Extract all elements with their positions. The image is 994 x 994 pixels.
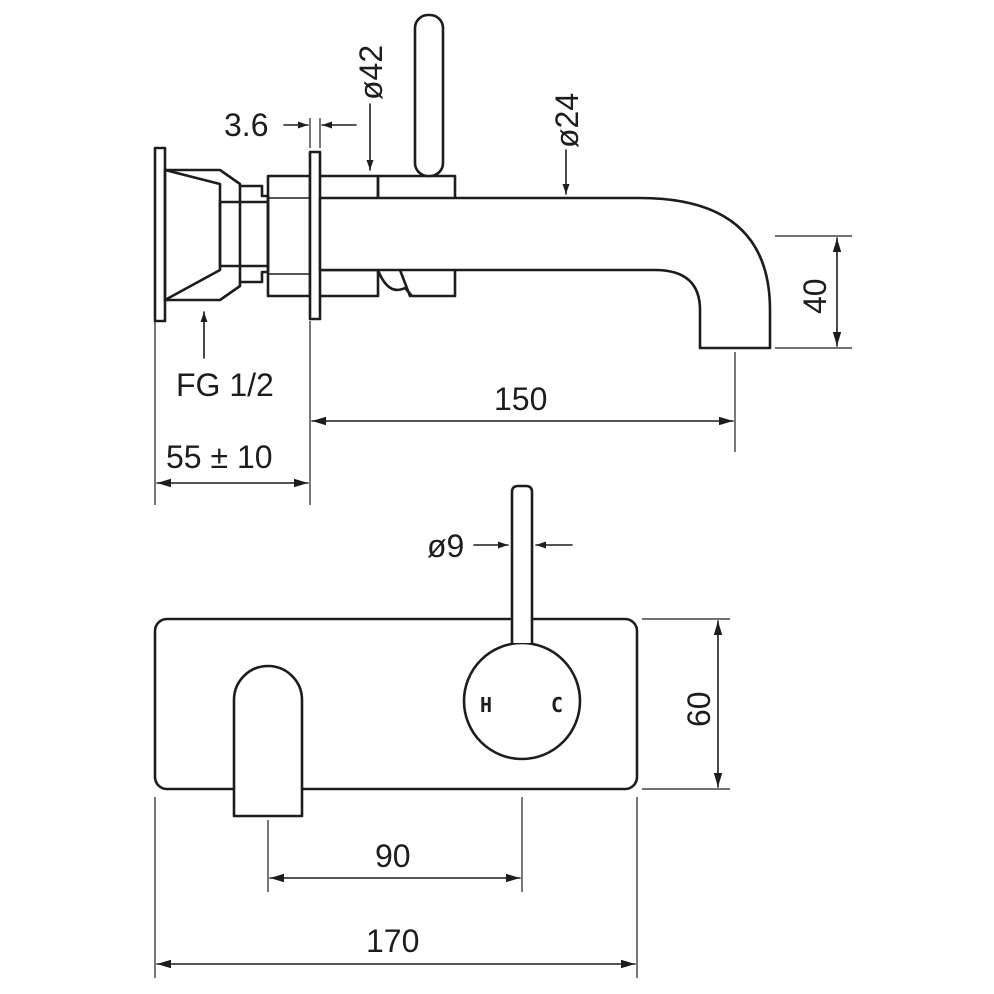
valve-body-outline: [163, 168, 242, 302]
dim-42-text: ø42: [353, 45, 389, 100]
threaded-stem: [218, 200, 270, 268]
handle-base: [376, 174, 457, 298]
side-view: ø42 ø24 3.6 40 FG 1/2 150 55 ± 10: [153, 13, 852, 505]
dim-24-text: ø24: [549, 93, 585, 148]
dim-3-6-text: 3.6: [224, 107, 268, 143]
handle-stem: [510, 484, 534, 643]
cold-label: C: [551, 693, 563, 717]
dim-170-text: 170: [366, 923, 419, 959]
wall-flange: [153, 146, 167, 323]
thread-text: FG 1/2: [176, 367, 274, 403]
front-view: H C ø9 60 90 170: [153, 484, 730, 978]
spout: [318, 196, 772, 350]
dim-60-text: 60: [681, 691, 717, 727]
nut-connector: [238, 184, 270, 284]
cover-plate-flange: [308, 150, 322, 321]
back-plate: [153, 617, 639, 791]
valve-body: [163, 168, 222, 302]
hot-label: H: [480, 693, 492, 717]
spout-outlet: [232, 664, 304, 818]
dim-9-text: ø9: [427, 528, 464, 564]
dim-40-text: 40: [797, 278, 833, 314]
dim-55-text: 55 ± 10: [166, 439, 273, 475]
dim-90-text: 90: [375, 838, 411, 874]
handle-lever: [413, 13, 445, 178]
hex-nut: [266, 174, 312, 298]
dim-150-text: 150: [494, 381, 547, 417]
